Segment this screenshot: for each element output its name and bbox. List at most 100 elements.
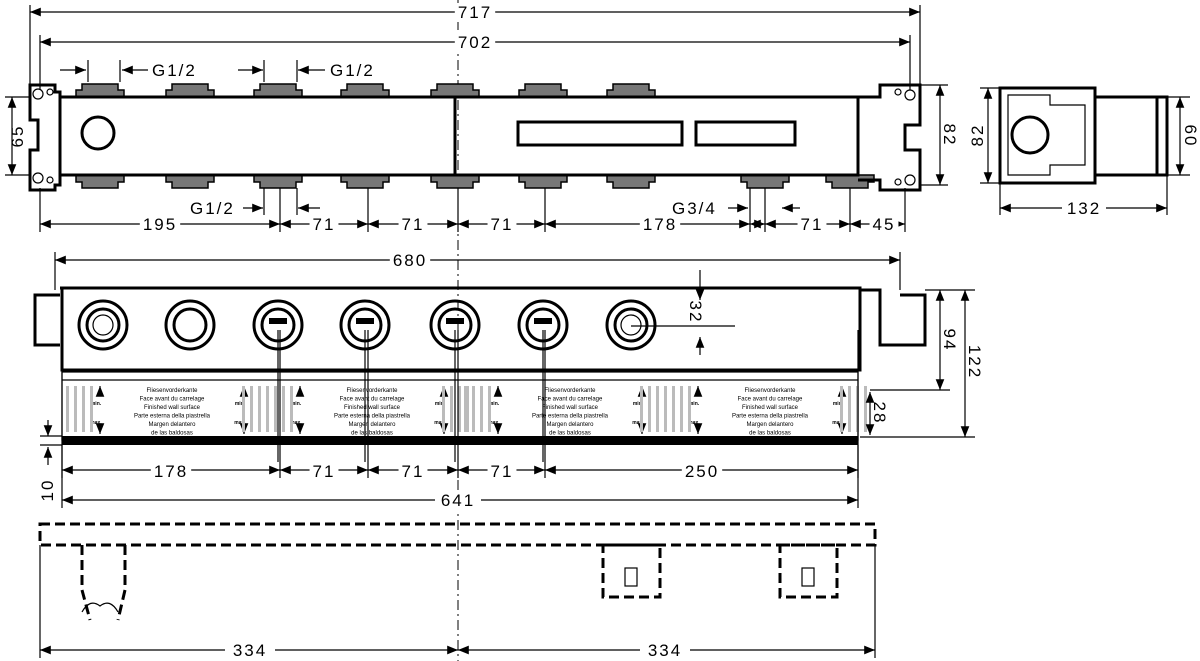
- inlet-nub: [430, 83, 480, 98]
- svg-text:min.: min.: [235, 401, 246, 407]
- outlet-nub: [825, 174, 875, 189]
- svg-text:Margen delantero: Margen delantero: [148, 422, 196, 428]
- dim-71-d: 71: [801, 215, 824, 234]
- display-slot-1: [516, 120, 684, 147]
- dim-45: 45: [873, 215, 896, 234]
- side-dim-82: 82: [968, 124, 987, 147]
- svg-text:max.: max.: [290, 420, 302, 426]
- dim-178-top: 178: [643, 215, 677, 234]
- thread-label-top-1: G1/2: [152, 61, 197, 80]
- thread-label-top-2: G1/2: [330, 61, 375, 80]
- svg-text:Parte esterna della piastrella: Parte esterna della piastrella: [532, 414, 609, 420]
- svg-text:min.: min.: [489, 401, 500, 407]
- dim-71-front-c: 71: [491, 462, 514, 481]
- inlet-nub: [165, 83, 215, 98]
- svg-text:Face avant du carrelage: Face avant du carrelage: [738, 397, 803, 403]
- dim-334-left: 334: [233, 641, 267, 660]
- side-dim-132: 132: [1067, 199, 1101, 218]
- side-dim-60: 60: [1181, 125, 1200, 148]
- front-right-bracket: [860, 288, 927, 347]
- svg-text:Parte esterna della piastrella: Parte esterna della piastrella: [732, 414, 809, 420]
- svg-text:max.: max.: [632, 420, 644, 426]
- svg-text:Margen delantero: Margen delantero: [546, 422, 594, 428]
- dim-641: 641: [441, 491, 475, 510]
- svg-text:max.: max.: [234, 420, 246, 426]
- dim-94: 94: [940, 329, 959, 352]
- side-view: 82 60 132: [968, 86, 1200, 218]
- outlet-nub: [606, 174, 656, 189]
- svg-text:Margen delantero: Margen delantero: [348, 422, 396, 428]
- svg-text:de las baldosas: de las baldosas: [749, 431, 791, 437]
- dim-122: 122: [965, 345, 984, 379]
- svg-text:Finished wall surface: Finished wall surface: [144, 405, 201, 411]
- outlet-nub: [165, 174, 215, 189]
- dim-71-c: 71: [491, 215, 514, 234]
- display-slot-2: [694, 120, 797, 147]
- dim-178-front: 178: [154, 462, 188, 481]
- thread-label-outlet: G3/4: [672, 199, 717, 218]
- svg-text:Face avant du carrelage: Face avant du carrelage: [140, 397, 205, 403]
- dim-10: 10: [38, 479, 57, 502]
- outlet-port: [164, 299, 216, 351]
- front-left-bracket: [33, 293, 60, 347]
- outlets: [77, 299, 657, 462]
- dim-195: 195: [143, 215, 177, 234]
- dim-71-b: 71: [402, 215, 425, 234]
- dim-65: 65: [8, 125, 27, 148]
- svg-text:Face avant du carrelage: Face avant du carrelage: [340, 397, 405, 403]
- inlet-nub: [253, 83, 303, 98]
- outlet-port: [605, 299, 657, 351]
- right-bracket: [858, 83, 922, 192]
- svg-text:de las baldosas: de las baldosas: [549, 431, 591, 437]
- dim-32: 32: [686, 301, 705, 324]
- dim-702: 702: [458, 33, 492, 52]
- svg-text:max.: max.: [832, 420, 844, 426]
- svg-text:Fliesenvorderkante: Fliesenvorderkante: [346, 388, 398, 394]
- svg-text:Fliesenvorderkante: Fliesenvorderkante: [146, 388, 198, 394]
- svg-text:min.: min.: [435, 401, 446, 407]
- outlet-nub: [75, 174, 125, 189]
- dim-680: 680: [393, 251, 427, 270]
- svg-text:Margen delantero: Margen delantero: [746, 422, 794, 428]
- svg-text:min.: min.: [633, 401, 644, 407]
- outlet-nub: [253, 174, 303, 189]
- inlet-nub: [75, 83, 125, 98]
- svg-text:de las baldosas: de las baldosas: [351, 431, 393, 437]
- top-view: 717 702 G1/2 G1/2 65 82 G1/2: [5, 3, 959, 234]
- svg-text:Finished wall surface: Finished wall surface: [742, 405, 799, 411]
- dim-717: 717: [458, 3, 492, 22]
- left-bracket: [28, 83, 62, 192]
- svg-text:Parte esterna della piastrella: Parte esterna della piastrella: [334, 414, 411, 420]
- thread-label-bottom: G1/2: [190, 199, 235, 218]
- control-knob: [80, 115, 116, 151]
- outlet-nub: [430, 174, 480, 189]
- svg-text:min.: min.: [91, 401, 102, 407]
- svg-text:Finished wall surface: Finished wall surface: [542, 405, 599, 411]
- svg-text:Fliesenvorderkante: Fliesenvorderkante: [744, 388, 796, 394]
- connection-nubs: [75, 83, 875, 189]
- dim-82-top: 82: [940, 124, 959, 147]
- inlet-nub: [518, 83, 568, 98]
- finished-wall-line: [62, 436, 858, 445]
- inlet-nub: [606, 83, 656, 98]
- svg-text:max.: max.: [688, 420, 700, 426]
- dim-334-right: 334: [648, 641, 682, 660]
- inlet-nub: [340, 83, 390, 98]
- dim-71-front-a: 71: [313, 462, 336, 481]
- dim-71-front-b: 71: [402, 462, 425, 481]
- svg-text:Finished wall surface: Finished wall surface: [344, 405, 401, 411]
- svg-text:max.: max.: [90, 420, 102, 426]
- svg-text:min.: min.: [291, 401, 302, 407]
- bottom-view: 334 334: [38, 522, 877, 660]
- svg-text:Face avant du carrelage: Face avant du carrelage: [538, 397, 603, 403]
- outlet-nub: [340, 174, 390, 189]
- svg-text:min.: min.: [833, 401, 844, 407]
- dim-28: 28: [870, 402, 889, 425]
- valve-body: [58, 95, 860, 177]
- dim-71-a: 71: [313, 215, 336, 234]
